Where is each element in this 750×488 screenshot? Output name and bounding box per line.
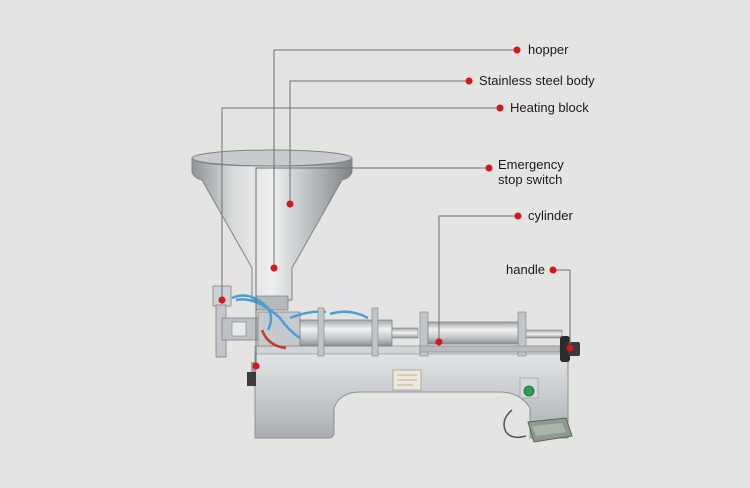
marker-emergency-stop xyxy=(252,362,260,370)
dot-stainless-steel-body xyxy=(465,77,473,85)
label-handle: handle xyxy=(506,262,546,277)
label-dots xyxy=(465,46,557,274)
leader-hopper xyxy=(273,49,517,268)
marker-cylinder xyxy=(435,338,443,346)
foot-pedal xyxy=(503,409,573,443)
leader-stainless-steel-body xyxy=(289,80,469,204)
label-emergency-stop-line1: Emergency xyxy=(498,157,564,172)
leader-handle xyxy=(553,269,571,346)
leader-emergency-stop xyxy=(255,167,489,364)
leader-lines xyxy=(221,49,571,364)
marker-stainless-steel-body xyxy=(286,200,294,208)
dot-hopper xyxy=(513,46,521,54)
marker-handle xyxy=(566,344,574,352)
leader-cylinder xyxy=(438,215,518,342)
leader-heating-block xyxy=(221,107,500,300)
power-button xyxy=(519,377,539,399)
hopper-shape xyxy=(191,149,353,311)
middle-cylinder xyxy=(299,307,419,357)
label-hopper: hopper xyxy=(528,42,569,57)
dot-handle xyxy=(549,266,557,274)
label-stainless-steel-body: Stainless steel body xyxy=(479,73,595,88)
marker-heating-block xyxy=(218,296,226,304)
label-cylinder: cylinder xyxy=(528,208,573,223)
dot-cylinder xyxy=(514,212,522,220)
part-markers xyxy=(218,200,574,370)
marker-hopper xyxy=(270,264,278,272)
label-emergency-stop-line2: stop switch xyxy=(498,172,563,187)
dot-emergency-stop xyxy=(485,164,493,172)
machine-base xyxy=(254,345,569,439)
label-heating-block: Heating block xyxy=(510,100,589,115)
dot-heating-block xyxy=(496,104,504,112)
label-emergency-stop-switch: Emergency stop switch xyxy=(498,157,588,187)
pneumatic-cylinder xyxy=(419,311,563,357)
